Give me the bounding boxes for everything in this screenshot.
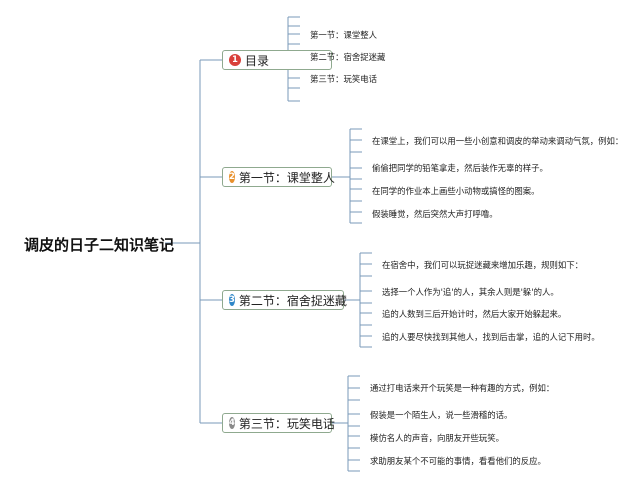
leaf-item: 假装是一个陌生人，说一些滑稽的话。: [370, 410, 513, 420]
branch-section-1[interactable]: 2 第一节：课堂整人: [222, 167, 335, 187]
branch-label: 第三节：玩笑电话: [238, 416, 335, 431]
leaf-item: 第一节：课堂整人: [310, 30, 377, 40]
root-trunk: [165, 59, 222, 424]
branch-2-rail: [332, 128, 362, 224]
leaf-item: 在同学的作业本上画些小动物或搞怪的图案。: [372, 186, 540, 196]
leaf-item: 在课堂上，我们可以用一些小创意和调皮的举动来调动气氛，例如：: [372, 136, 624, 146]
leaf-item: 第二节：宿舍捉迷藏: [310, 52, 386, 62]
leaf-item: 假装睡觉，然后突然大声打呼噜。: [372, 209, 498, 219]
branch-label: 第一节：课堂整人: [238, 170, 335, 185]
branch-section-3[interactable]: 4 第三节：玩笑电话: [222, 413, 335, 433]
branch-label: 目录: [245, 53, 270, 68]
leaf-item: 选择一个人作为'追'的人，其余人则是'躲'的人。: [382, 287, 559, 297]
branch-3-rail: [344, 252, 372, 348]
number-badge-3: 3: [229, 294, 235, 306]
leaf-item: 通过打电话来开个玩笑是一种有趣的方式，例如：: [370, 383, 555, 393]
leaf-item: 求助朋友某个不可能的事情，看看他们的反应。: [370, 456, 546, 466]
number-badge-2: 2: [229, 171, 235, 183]
root-title: 调皮的日子二知识笔记: [24, 236, 175, 254]
branch-4-rail: [332, 375, 360, 472]
leaf-item: 在宿舍中，我们可以玩捉迷藏来增加乐趣，规则如下：: [382, 260, 583, 270]
leaf-item: 偷偷把同学的铅笔拿走，然后装作无辜的样子。: [372, 163, 548, 173]
branch-toc[interactable]: 1 目录: [222, 50, 332, 70]
leaf-item: 追的人要尽快找到其他人，找到后击掌，追的人记下用时。: [382, 332, 600, 342]
number-badge-4: 4: [229, 417, 235, 429]
number-badge-1: 1: [229, 54, 241, 66]
branch-label: 第二节：宿舍捉迷藏: [238, 293, 347, 308]
leaf-item: 第三节：玩笑电话: [310, 74, 377, 84]
branch-section-2[interactable]: 3 第二节：宿舍捉迷藏: [222, 290, 347, 310]
leaf-item: 模仿名人的声音，向朋友开些玩笑。: [370, 433, 504, 443]
leaf-item: 追的人数到三后开始计时，然后大家开始躲起来。: [382, 309, 567, 319]
